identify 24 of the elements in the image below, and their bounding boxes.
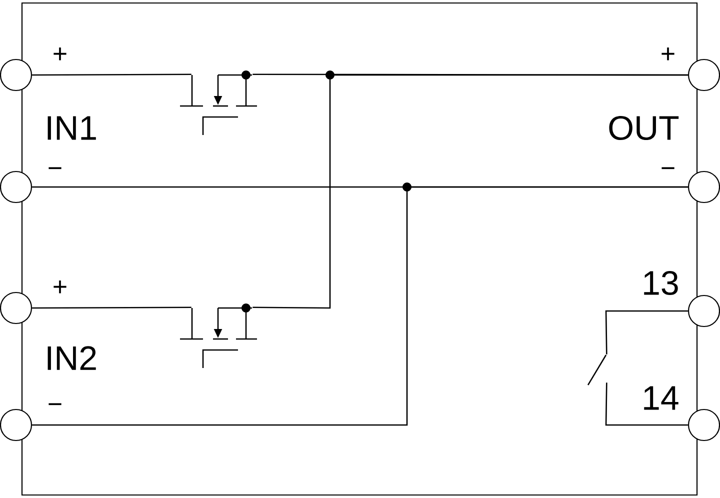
terminal-circle bbox=[688, 58, 720, 92]
wire bbox=[32, 306, 192, 309]
relay-contact-drawing bbox=[587, 354, 607, 386]
terminal-label: − bbox=[48, 403, 62, 406]
terminal-label: − bbox=[662, 167, 674, 170]
terminal-circle bbox=[688, 294, 720, 328]
terminal-label: + bbox=[54, 280, 66, 294]
terminal-label: 14 bbox=[644, 386, 678, 410]
terminal-label: − bbox=[48, 167, 62, 170]
wire bbox=[32, 74, 192, 76]
terminal-circle bbox=[688, 408, 720, 442]
wire bbox=[252, 74, 688, 309]
terminal-label: IN1 bbox=[48, 116, 96, 140]
terminal-label: IN2 bbox=[48, 346, 96, 370]
wire bbox=[605, 310, 688, 354]
terminal-label: OUT bbox=[609, 116, 679, 140]
wire bbox=[605, 382, 688, 426]
terminal-label: + bbox=[662, 48, 674, 60]
terminal-label: + bbox=[54, 48, 66, 60]
terminal-label: 13 bbox=[644, 270, 678, 296]
wire bbox=[32, 186, 688, 426]
mosfet-drawing bbox=[180, 304, 257, 368]
terminal-circle bbox=[688, 170, 720, 204]
mosfet-drawing bbox=[180, 70, 257, 135]
